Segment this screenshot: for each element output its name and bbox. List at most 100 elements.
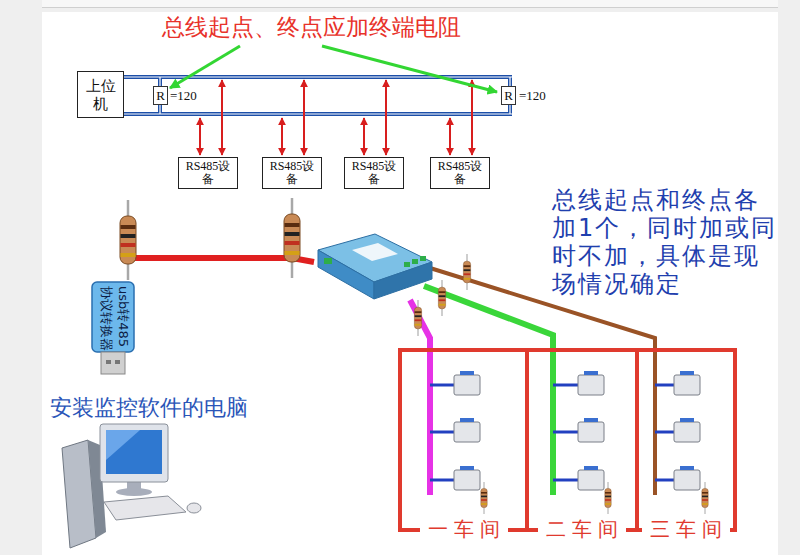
tap-arrow bbox=[449, 118, 451, 155]
device-label: usb转485 bbox=[116, 286, 131, 347]
stub bbox=[553, 479, 578, 482]
sensor-port bbox=[584, 371, 598, 375]
sensor-icon bbox=[454, 375, 480, 395]
bus-line bbox=[124, 75, 512, 79]
sensor-icon bbox=[674, 375, 700, 395]
node-text: 一车间 bbox=[420, 517, 508, 541]
device-box: RS485设备 bbox=[430, 157, 490, 189]
terminal bbox=[324, 258, 332, 264]
bus-line-core bbox=[124, 113, 512, 114]
panel bbox=[42, 12, 778, 555]
node-text: RS485设备 bbox=[265, 160, 319, 186]
resistor-symbol bbox=[414, 300, 421, 336]
tap-arrow bbox=[281, 118, 283, 155]
converter-plate bbox=[352, 243, 398, 261]
sensor-port bbox=[680, 371, 694, 375]
sensor-ports bbox=[460, 371, 694, 470]
sensor-port bbox=[680, 418, 694, 422]
usb-body bbox=[92, 282, 134, 352]
usb-pin bbox=[115, 360, 120, 364]
node-text: RS485设备 bbox=[347, 160, 401, 186]
resistance-value: =120 bbox=[170, 88, 197, 103]
device-box: RS485设备 bbox=[344, 157, 404, 189]
mouse bbox=[187, 503, 201, 513]
computer-icon bbox=[62, 424, 201, 548]
monitor-screen bbox=[106, 430, 162, 474]
tap-arrow bbox=[385, 80, 387, 155]
bus-cable bbox=[424, 286, 553, 495]
keyboard bbox=[104, 496, 186, 520]
resistor-box: R bbox=[501, 86, 516, 105]
stub bbox=[553, 384, 578, 387]
converter-side bbox=[374, 262, 432, 299]
tap-arrow bbox=[471, 80, 473, 155]
sensor-icon bbox=[454, 422, 480, 442]
bus-cable bbox=[410, 300, 430, 495]
resistor-box: R bbox=[153, 86, 168, 105]
screen-glare bbox=[106, 430, 140, 460]
sensor-icon bbox=[674, 470, 700, 490]
node-text: RS485设备 bbox=[433, 160, 487, 186]
converter-icon bbox=[318, 234, 432, 299]
workshop-region: 一车间 bbox=[398, 348, 529, 532]
note-text: 总线起点和终点各加1个，同时加或同时不加，具体是现场情况确定 bbox=[552, 186, 778, 298]
bus-line-core bbox=[124, 76, 512, 77]
sensor-port bbox=[460, 371, 474, 375]
resistor-symbol bbox=[702, 482, 708, 514]
pointer-arrow bbox=[170, 46, 240, 88]
workshop-region: 二车间 bbox=[525, 348, 639, 532]
device-box: RS485设备 bbox=[178, 157, 238, 189]
terminal bbox=[420, 256, 426, 261]
node-text: 三车间 bbox=[642, 517, 730, 541]
device-box: RS485设备 bbox=[262, 157, 322, 189]
sensor-port bbox=[460, 466, 474, 470]
callout-text: 总线起点、终点应加终端电阻 bbox=[162, 13, 461, 41]
resistor-symbol bbox=[120, 200, 136, 280]
stub bbox=[430, 384, 454, 387]
pointer-arrow bbox=[322, 46, 497, 92]
terminal bbox=[412, 259, 418, 264]
stub bbox=[553, 431, 578, 434]
node-text: R bbox=[156, 88, 165, 103]
sensor-icon bbox=[578, 375, 604, 395]
workshop-region: 三车间 bbox=[635, 348, 737, 532]
resistor-symbol bbox=[605, 482, 611, 514]
resistor-symbol bbox=[463, 254, 470, 290]
node-text: 二车间 bbox=[538, 517, 626, 541]
bus-taps bbox=[200, 80, 472, 155]
resistor-symbol bbox=[481, 482, 487, 514]
terminal bbox=[404, 262, 410, 267]
stub bbox=[430, 431, 454, 434]
tap-arrow bbox=[199, 118, 201, 155]
resistance-value: =120 bbox=[519, 88, 546, 103]
monitor-base bbox=[116, 488, 152, 496]
node-text: 上位机 bbox=[84, 77, 117, 113]
sensor-port bbox=[584, 418, 598, 422]
monitor-frame bbox=[100, 424, 168, 482]
sensor-port bbox=[584, 466, 598, 470]
computer-label: 安装监控软件的电脑 bbox=[50, 395, 248, 421]
tap-arrow bbox=[303, 80, 305, 155]
usb-pin bbox=[106, 360, 111, 364]
sensor-icon bbox=[674, 422, 700, 442]
bus-cable bbox=[430, 268, 655, 495]
host-box: 上位机 bbox=[77, 71, 124, 118]
sensor-icon bbox=[454, 470, 480, 490]
tap-arrow bbox=[221, 80, 223, 155]
stub bbox=[655, 384, 674, 387]
sensor-port bbox=[680, 466, 694, 470]
usb-plug bbox=[101, 352, 125, 374]
field-devices bbox=[454, 375, 700, 490]
bus-line bbox=[124, 112, 512, 116]
sensor-icon bbox=[578, 470, 604, 490]
top-strip-edge bbox=[42, 7, 778, 8]
usb-stick bbox=[92, 282, 134, 374]
stub bbox=[655, 479, 674, 482]
sensor-port bbox=[460, 418, 474, 422]
stub bbox=[655, 431, 674, 434]
resistor-symbol bbox=[438, 280, 445, 316]
device-label: 协议转换器 bbox=[99, 286, 114, 351]
sensor-icon bbox=[578, 422, 604, 442]
top-strip bbox=[42, 0, 778, 7]
